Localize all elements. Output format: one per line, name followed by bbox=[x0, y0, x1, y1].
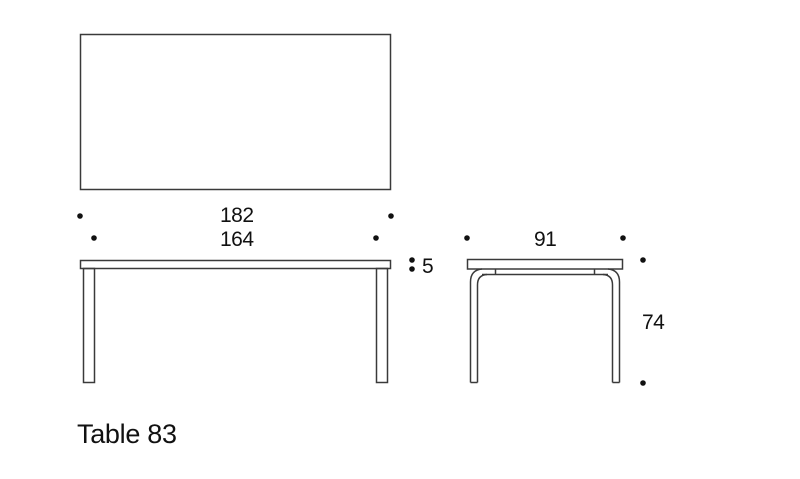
dim-dot-5-top bbox=[409, 257, 415, 263]
dimension-top-thickness: 5 bbox=[422, 255, 434, 278]
side-right-leg bbox=[602, 268, 621, 384]
front-dimension-markers bbox=[77, 213, 415, 272]
dimension-depth: 91 bbox=[534, 228, 557, 251]
top-view bbox=[79, 33, 392, 191]
dim-dot-74-bottom bbox=[640, 380, 646, 386]
dim-dot-164-left bbox=[91, 235, 97, 241]
side-tabletop bbox=[466, 258, 624, 270]
dim-dot-182-left bbox=[77, 213, 83, 219]
dimension-leg-span: 164 bbox=[220, 228, 254, 251]
side-left-leg bbox=[469, 268, 488, 384]
dim-dot-164-right bbox=[373, 235, 379, 241]
dim-dot-74-top bbox=[640, 257, 646, 263]
dim-dot-182-right bbox=[388, 213, 394, 219]
dimension-overall-length: 182 bbox=[220, 204, 254, 227]
dim-dot-91-left bbox=[464, 235, 470, 241]
tabletop-plan bbox=[79, 33, 392, 191]
side-dimension-markers bbox=[464, 235, 646, 386]
dim-dot-91-right bbox=[620, 235, 626, 241]
dimension-height: 74 bbox=[642, 311, 665, 334]
front-right-leg bbox=[375, 267, 389, 384]
front-left-leg bbox=[82, 267, 96, 384]
side-view bbox=[466, 258, 624, 384]
dim-dot-5-bottom bbox=[409, 266, 415, 272]
front-tabletop bbox=[79, 259, 392, 270]
product-title: Table 83 bbox=[77, 419, 177, 449]
front-view bbox=[79, 259, 392, 384]
